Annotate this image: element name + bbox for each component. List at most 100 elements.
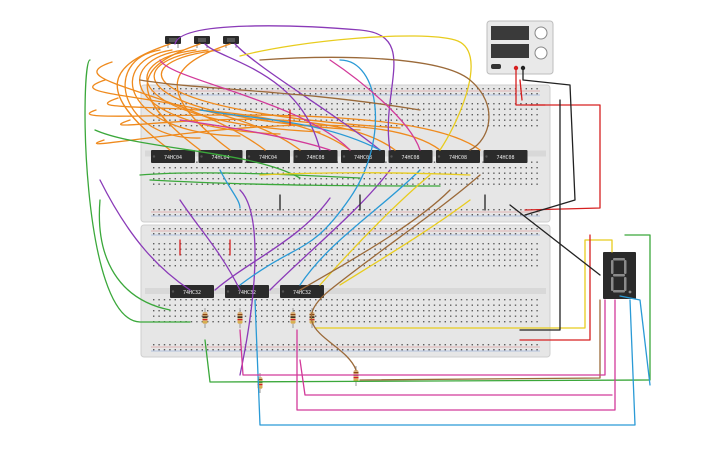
breadboard-hole xyxy=(536,259,538,261)
wire-purple[interactable] xyxy=(174,25,395,151)
wire-green[interactable] xyxy=(149,179,441,187)
wire-orange[interactable] xyxy=(116,43,171,151)
breadboard-hole xyxy=(336,344,338,346)
breadboard-hole xyxy=(196,304,198,306)
wire-black[interactable] xyxy=(509,204,601,276)
breadboard-hole xyxy=(520,349,522,351)
wire-blue[interactable] xyxy=(254,299,636,426)
wire-blue[interactable] xyxy=(239,59,377,286)
breadboard-hole xyxy=(390,119,392,121)
wire-black[interactable] xyxy=(519,99,561,331)
breadboard-hole xyxy=(201,259,203,261)
wire-green[interactable] xyxy=(84,59,191,323)
wire-purple[interactable] xyxy=(99,179,191,291)
breadboard-hole xyxy=(196,349,198,351)
breadboard-hole xyxy=(250,321,252,323)
seven-segment-display[interactable] xyxy=(603,252,636,299)
wire-magenta[interactable] xyxy=(159,59,351,151)
breadboard-hole xyxy=(525,233,527,235)
breadboard-hole xyxy=(396,259,398,261)
wire-brown[interactable] xyxy=(310,174,481,371)
wire-blue[interactable] xyxy=(219,169,241,209)
breadboard-hole xyxy=(217,243,220,245)
breadboard-hole xyxy=(261,259,263,261)
wire-yellow[interactable] xyxy=(339,199,471,286)
breadboard-hole xyxy=(487,228,490,230)
breadboard-hole xyxy=(428,349,430,351)
wire-purple[interactable] xyxy=(239,189,256,376)
breadboard-hole xyxy=(390,228,392,230)
wire-magenta[interactable] xyxy=(329,59,421,151)
wire-purple[interactable] xyxy=(204,43,321,151)
breadboard-hole xyxy=(288,167,290,169)
breadboard-hole xyxy=(460,233,463,235)
wire-magenta[interactable] xyxy=(299,359,613,396)
wire-yellow[interactable] xyxy=(314,239,613,329)
breadboard-hole xyxy=(423,167,425,169)
breadboard-hole xyxy=(358,259,360,261)
breadboard-hole xyxy=(153,88,155,90)
wire-orange[interactable] xyxy=(146,49,321,133)
psu-voltage-knob[interactable] xyxy=(534,26,548,40)
wire-orange[interactable] xyxy=(124,49,201,139)
psu-current-knob[interactable] xyxy=(534,46,548,60)
wire-magenta[interactable] xyxy=(239,299,606,376)
breadboard-hole xyxy=(520,344,522,346)
breadboard-hole xyxy=(514,344,517,346)
breadboard-hole xyxy=(315,178,317,180)
wire-brown[interactable] xyxy=(359,299,601,381)
breadboard-hole xyxy=(190,310,193,312)
breadboard-hole xyxy=(223,233,225,235)
breadboard-hole xyxy=(471,214,473,216)
breadboard-hole xyxy=(174,103,176,105)
wire-blue[interactable] xyxy=(619,295,651,386)
wire-purple[interactable] xyxy=(269,169,391,291)
breadboard-hole xyxy=(325,103,328,105)
breadboard-hole xyxy=(174,248,176,250)
wire-red[interactable] xyxy=(519,234,591,341)
psu-positive-terminal[interactable] xyxy=(513,65,519,71)
wire-green[interactable] xyxy=(94,129,301,179)
breadboard-hole xyxy=(525,114,527,116)
power-supply[interactable] xyxy=(486,20,554,75)
wire-yellow[interactable] xyxy=(239,35,472,151)
wire-black[interactable] xyxy=(522,69,576,216)
wire-orange[interactable] xyxy=(160,49,401,129)
wire-green[interactable] xyxy=(139,172,361,179)
breadboard-hole xyxy=(455,178,457,180)
wire-magenta[interactable] xyxy=(179,119,331,151)
push-button-cap[interactable] xyxy=(169,38,177,42)
breadboard-hole xyxy=(471,178,473,180)
wire-brown[interactable] xyxy=(299,189,451,291)
breadboard-hole xyxy=(325,209,328,211)
wire-brown[interactable] xyxy=(259,56,490,151)
wire-brown[interactable] xyxy=(139,79,421,111)
wire-green[interactable] xyxy=(98,199,171,311)
wire-purple[interactable] xyxy=(179,199,241,291)
wire-yellow[interactable] xyxy=(259,172,471,176)
wire-red[interactable] xyxy=(515,69,601,211)
ic-chip-body xyxy=(341,150,385,163)
wire-blue[interactable] xyxy=(299,169,421,286)
breadboard-hole xyxy=(293,178,295,180)
psu-switch[interactable] xyxy=(491,64,501,69)
wire-orange[interactable] xyxy=(95,124,441,151)
wire-orange[interactable] xyxy=(139,49,281,135)
breadboard-hole xyxy=(271,299,274,301)
wire-orange[interactable] xyxy=(131,49,241,137)
breadboard-hole xyxy=(282,233,284,235)
psu-negative-terminal[interactable] xyxy=(520,65,526,71)
breadboard-hole xyxy=(153,172,155,174)
wire-yellow[interactable] xyxy=(319,174,431,286)
breadboard-hole xyxy=(228,209,230,211)
wire-magenta[interactable] xyxy=(296,299,616,411)
wires[interactable] xyxy=(84,25,651,426)
wire-red[interactable] xyxy=(519,79,523,101)
wire-purple[interactable] xyxy=(214,197,331,291)
breadboard-hole xyxy=(217,321,220,323)
push-button-cap[interactable] xyxy=(198,38,206,42)
push-button-cap[interactable] xyxy=(227,38,235,42)
wire-orange[interactable] xyxy=(153,49,361,131)
